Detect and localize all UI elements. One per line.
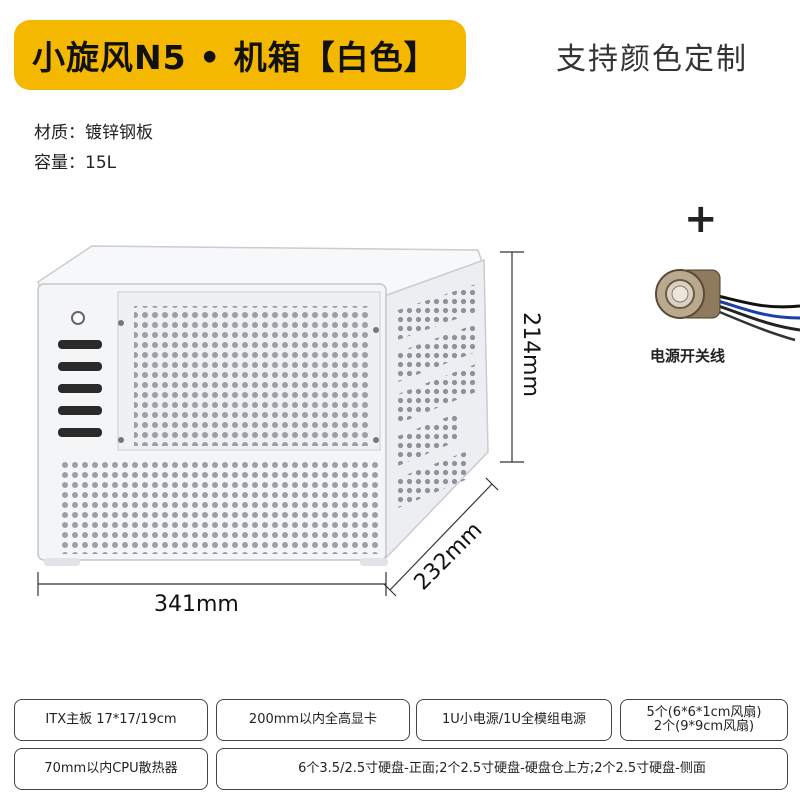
material-spec: 材质：镀锌钢板 [34,123,153,143]
dimension-lines [37,251,524,597]
feature-cpu-cooler: 70mm以内CPU散热器 [14,748,208,790]
power-switch-cable-image [655,269,800,342]
feature-psu: 1U小电源/1U全模组电源 [416,699,612,741]
side-vents [398,284,476,508]
feature-fans: 5个(6*6*1cm风扇) 2个(9*9cm风扇) [620,699,788,741]
capacity-spec: 容量：15L [34,153,117,173]
feature-fans-line2: 2个(9*9cm风扇) [653,719,755,734]
power-switch-label: 电源开关线 [650,347,726,365]
feature-motherboard: ITX主板 17*17/19cm [14,699,208,741]
front-slots [58,340,102,437]
width-dimension-label: 341mm [154,592,239,617]
power-button [71,311,85,325]
color-customization-note: 支持颜色定制 [556,42,748,77]
plus-icon: + [684,196,718,242]
lower-grille [58,458,380,554]
feature-fans-line1: 5个(6*6*1cm风扇) [646,705,762,720]
product-title: 小旋风N5 • 机箱【白色】 [14,20,466,90]
feature-gpu: 200mm以内全高显卡 [216,699,410,741]
feature-drive-bays: 6个3.5/2.5寸硬盘-正面;2个2.5寸硬盘-硬盘仓上方;2个2.5寸硬盘-… [216,748,788,790]
height-dimension-label: 214mm [517,312,543,397]
